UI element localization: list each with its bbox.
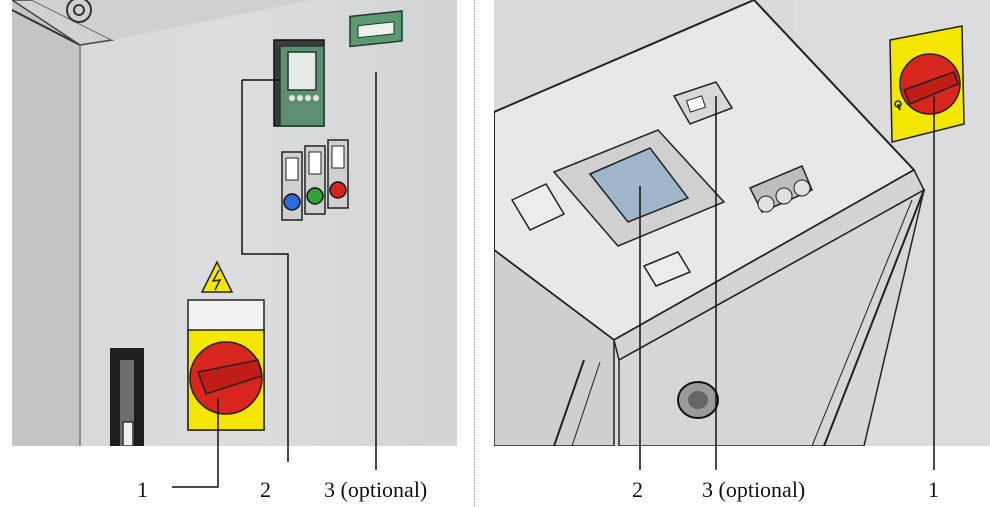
right-callout-2: 2 — [632, 477, 643, 503]
right-callout-3: 3 (optional) — [702, 477, 805, 503]
right-callout-1: 1 — [928, 477, 939, 503]
